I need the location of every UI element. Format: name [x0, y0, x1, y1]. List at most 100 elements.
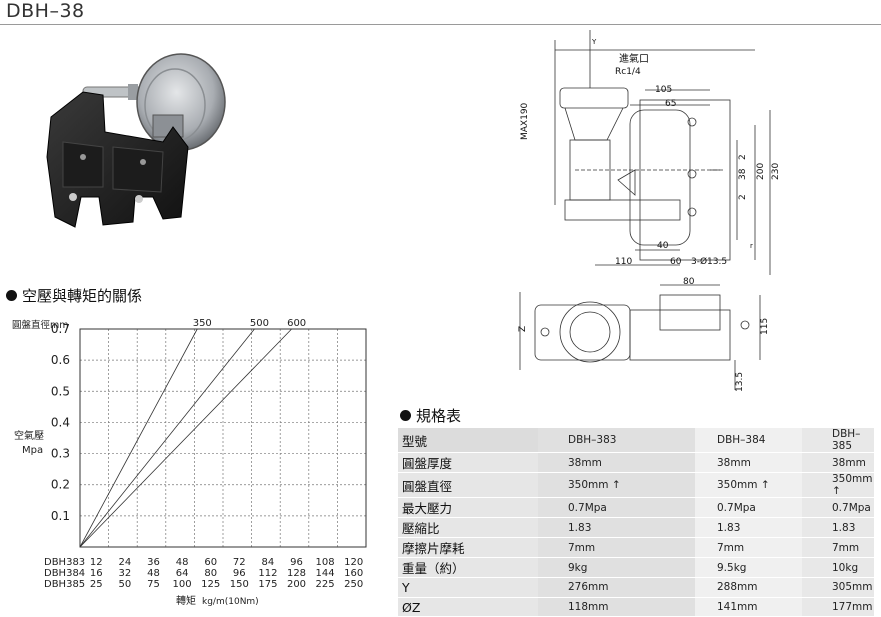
series-label-350: 350 — [193, 318, 212, 329]
dim-2a: 2 — [738, 154, 748, 160]
x-tick-label: 48 — [147, 568, 160, 579]
x-tick-label: 125 — [201, 579, 220, 590]
dim-holes: 3-Ø13.5 — [691, 256, 727, 267]
bullet-icon — [6, 290, 17, 301]
x-tick-label: 60 — [204, 557, 217, 568]
row-label: 壓縮比 — [398, 517, 538, 538]
dim-40: 40 — [657, 241, 669, 251]
technical-drawing: 進氣口 Rc1/4 105 65 MAX190 2 38 2 200 230 4… — [518, 30, 781, 392]
y-tick-label: 0.1 — [51, 509, 70, 523]
x-row-name: DBH384 — [44, 568, 85, 579]
table-cell: 10kg — [802, 557, 874, 578]
inlet-label: 進氣口 — [619, 52, 649, 65]
plot-frame — [79, 328, 367, 548]
table-cell: 0.7Mpa — [695, 497, 802, 518]
table-cell: 288mm — [695, 577, 802, 598]
product-photo — [46, 53, 226, 228]
x-row-name: DBH385 — [44, 579, 85, 590]
chart-section-heading: 空壓與轉矩的關係 — [6, 285, 142, 306]
table-cell: 38mm — [695, 452, 802, 473]
row-label: 圓盤厚度 — [398, 452, 538, 473]
x-axis-label: 轉矩 — [176, 594, 196, 607]
dim-r: r — [750, 242, 753, 250]
table-cell: 7mm — [802, 537, 874, 558]
table-cell: DBH–385 — [802, 428, 874, 453]
x-tick-label: 108 — [316, 557, 335, 568]
title-divider — [0, 24, 881, 25]
page-title: DBH–38 — [6, 0, 85, 22]
table-cell: 350mm ↑ — [695, 472, 802, 498]
x-row-name: DBH383 — [44, 557, 85, 568]
series-label-600: 600 — [287, 318, 306, 329]
row-label: 最大壓力 — [398, 497, 538, 518]
x-tick-label: 160 — [344, 568, 363, 579]
series-line-600 — [79, 328, 292, 548]
x-tick-label: 84 — [262, 557, 275, 568]
x-tick-label: 100 — [173, 579, 192, 590]
x-tick-label: 50 — [119, 579, 132, 590]
row-label: 型號 — [398, 428, 538, 453]
table-cell: 0.7Mpa — [538, 497, 695, 518]
table-cell: 177mm — [802, 597, 874, 617]
x-axis-unit: kg/m(10Nm) — [202, 597, 259, 607]
dim-13-5: 13.5 — [735, 372, 745, 392]
dim-2b: 2 — [738, 194, 748, 200]
dim-200: 200 — [756, 163, 766, 180]
x-tick-label: 16 — [90, 568, 103, 579]
dim-110: 110 — [615, 257, 632, 267]
row-label: 重量（約） — [398, 557, 538, 578]
table-cell: 118mm — [538, 597, 695, 617]
dim-60: 60 — [670, 257, 682, 267]
x-tick-label: 144 — [316, 568, 335, 579]
dim-y: Y — [591, 38, 597, 46]
x-tick-label: 175 — [258, 579, 277, 590]
y-tick-label: 0.2 — [51, 478, 70, 492]
table-cell: 276mm — [538, 577, 695, 598]
dim-max190: MAX190 — [520, 102, 530, 140]
table-cell: 350mm ↑ — [802, 472, 874, 498]
row-label: Y — [398, 577, 538, 598]
y-axis-top-label: 圓盤直徑mm — [12, 319, 69, 331]
dim-80: 80 — [683, 277, 695, 287]
y-tick-label: 0.7 — [51, 322, 70, 336]
x-tick-label: 128 — [287, 568, 306, 579]
table-cell: 9kg — [538, 557, 695, 578]
x-tick-label: 72 — [233, 557, 246, 568]
x-tick-label: 12 — [90, 557, 103, 568]
table-cell: 0.7Mpa — [802, 497, 874, 518]
x-tick-label: 24 — [119, 557, 132, 568]
dim-230: 230 — [771, 163, 781, 180]
y-axis-unit: Mpa — [22, 445, 43, 456]
table-cell: 38mm — [538, 452, 695, 473]
table-cell: 350mm ↑ — [538, 472, 695, 498]
series-label-500: 500 — [250, 318, 269, 329]
table-cell: 9.5kg — [695, 557, 802, 578]
x-tick-label: 36 — [147, 557, 160, 568]
table-cell: 305mm — [802, 577, 874, 598]
y-tick-label: 0.6 — [51, 353, 70, 367]
table-cell: DBH–383 — [538, 428, 695, 453]
table-cell: 7mm — [538, 537, 695, 558]
x-tick-label: 75 — [147, 579, 160, 590]
dim-115: 115 — [760, 318, 770, 335]
table-cell: 38mm — [802, 452, 874, 473]
x-tick-label: 48 — [176, 557, 189, 568]
x-tick-label: 32 — [119, 568, 132, 579]
inlet-spec: Rc1/4 — [615, 67, 641, 77]
table-cell: 1.83 — [802, 517, 874, 538]
x-tick-label: 80 — [204, 568, 217, 579]
series-line-500 — [79, 328, 255, 548]
dim-38: 38 — [738, 168, 748, 180]
dim-105: 105 — [655, 85, 672, 95]
table-cell: 141mm — [695, 597, 802, 617]
